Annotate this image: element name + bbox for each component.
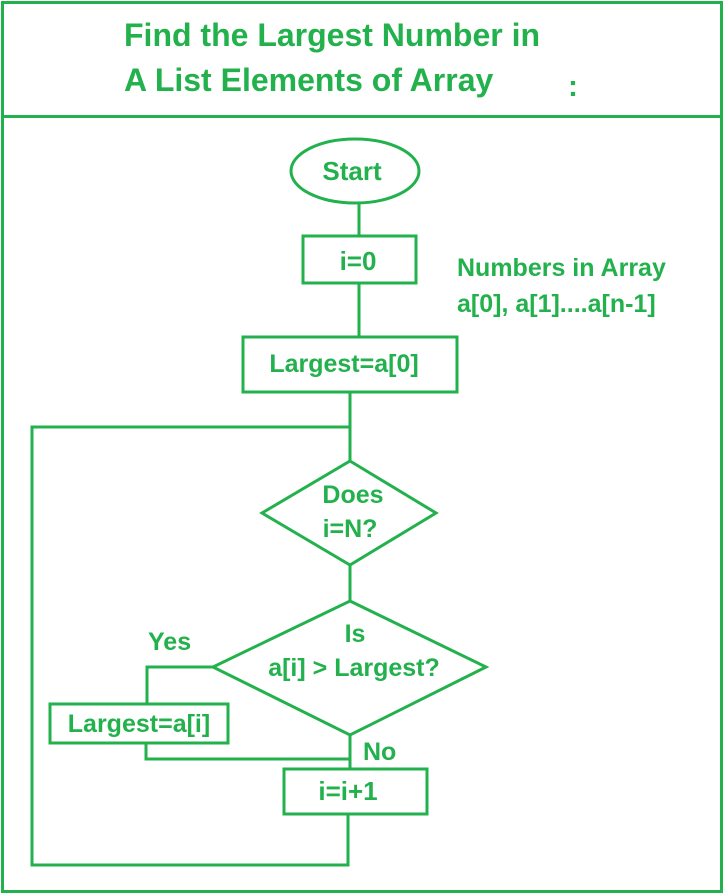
note-line-2: a[0], a[1]....a[n-1]: [457, 290, 656, 318]
title-line-1: Find the Largest Number in: [124, 17, 540, 53]
title-line-2: A List Elements of Array: [124, 62, 493, 98]
check-end-label-line-2: i=N?: [323, 515, 378, 543]
yes-label: Yes: [148, 628, 191, 656]
title-colon: :: [568, 70, 578, 103]
check-end-decision: [259, 459, 439, 567]
connector-update-to-merge: [144, 743, 350, 761]
no-label: No: [363, 738, 396, 766]
connector-yes-branch: [145, 665, 213, 704]
update-largest-label: Largest=a[i]: [68, 710, 210, 738]
loop-back-line: [30, 425, 350, 867]
check-end-label-line-1: Does: [322, 481, 383, 509]
compare-label-line-2: a[i] > Largest?: [268, 654, 440, 682]
init-largest-label: Largest=a[0]: [269, 350, 418, 378]
start-terminal: [289, 137, 421, 205]
init-i-label: i=0: [340, 246, 377, 276]
start-label: Start: [322, 156, 382, 186]
update-largest-box: [48, 702, 230, 745]
increment-box: [282, 767, 429, 816]
increment-label: i=i+1: [318, 776, 377, 806]
note-line-1: Numbers in Array: [457, 254, 666, 282]
compare-label-line-1: Is: [345, 620, 366, 648]
